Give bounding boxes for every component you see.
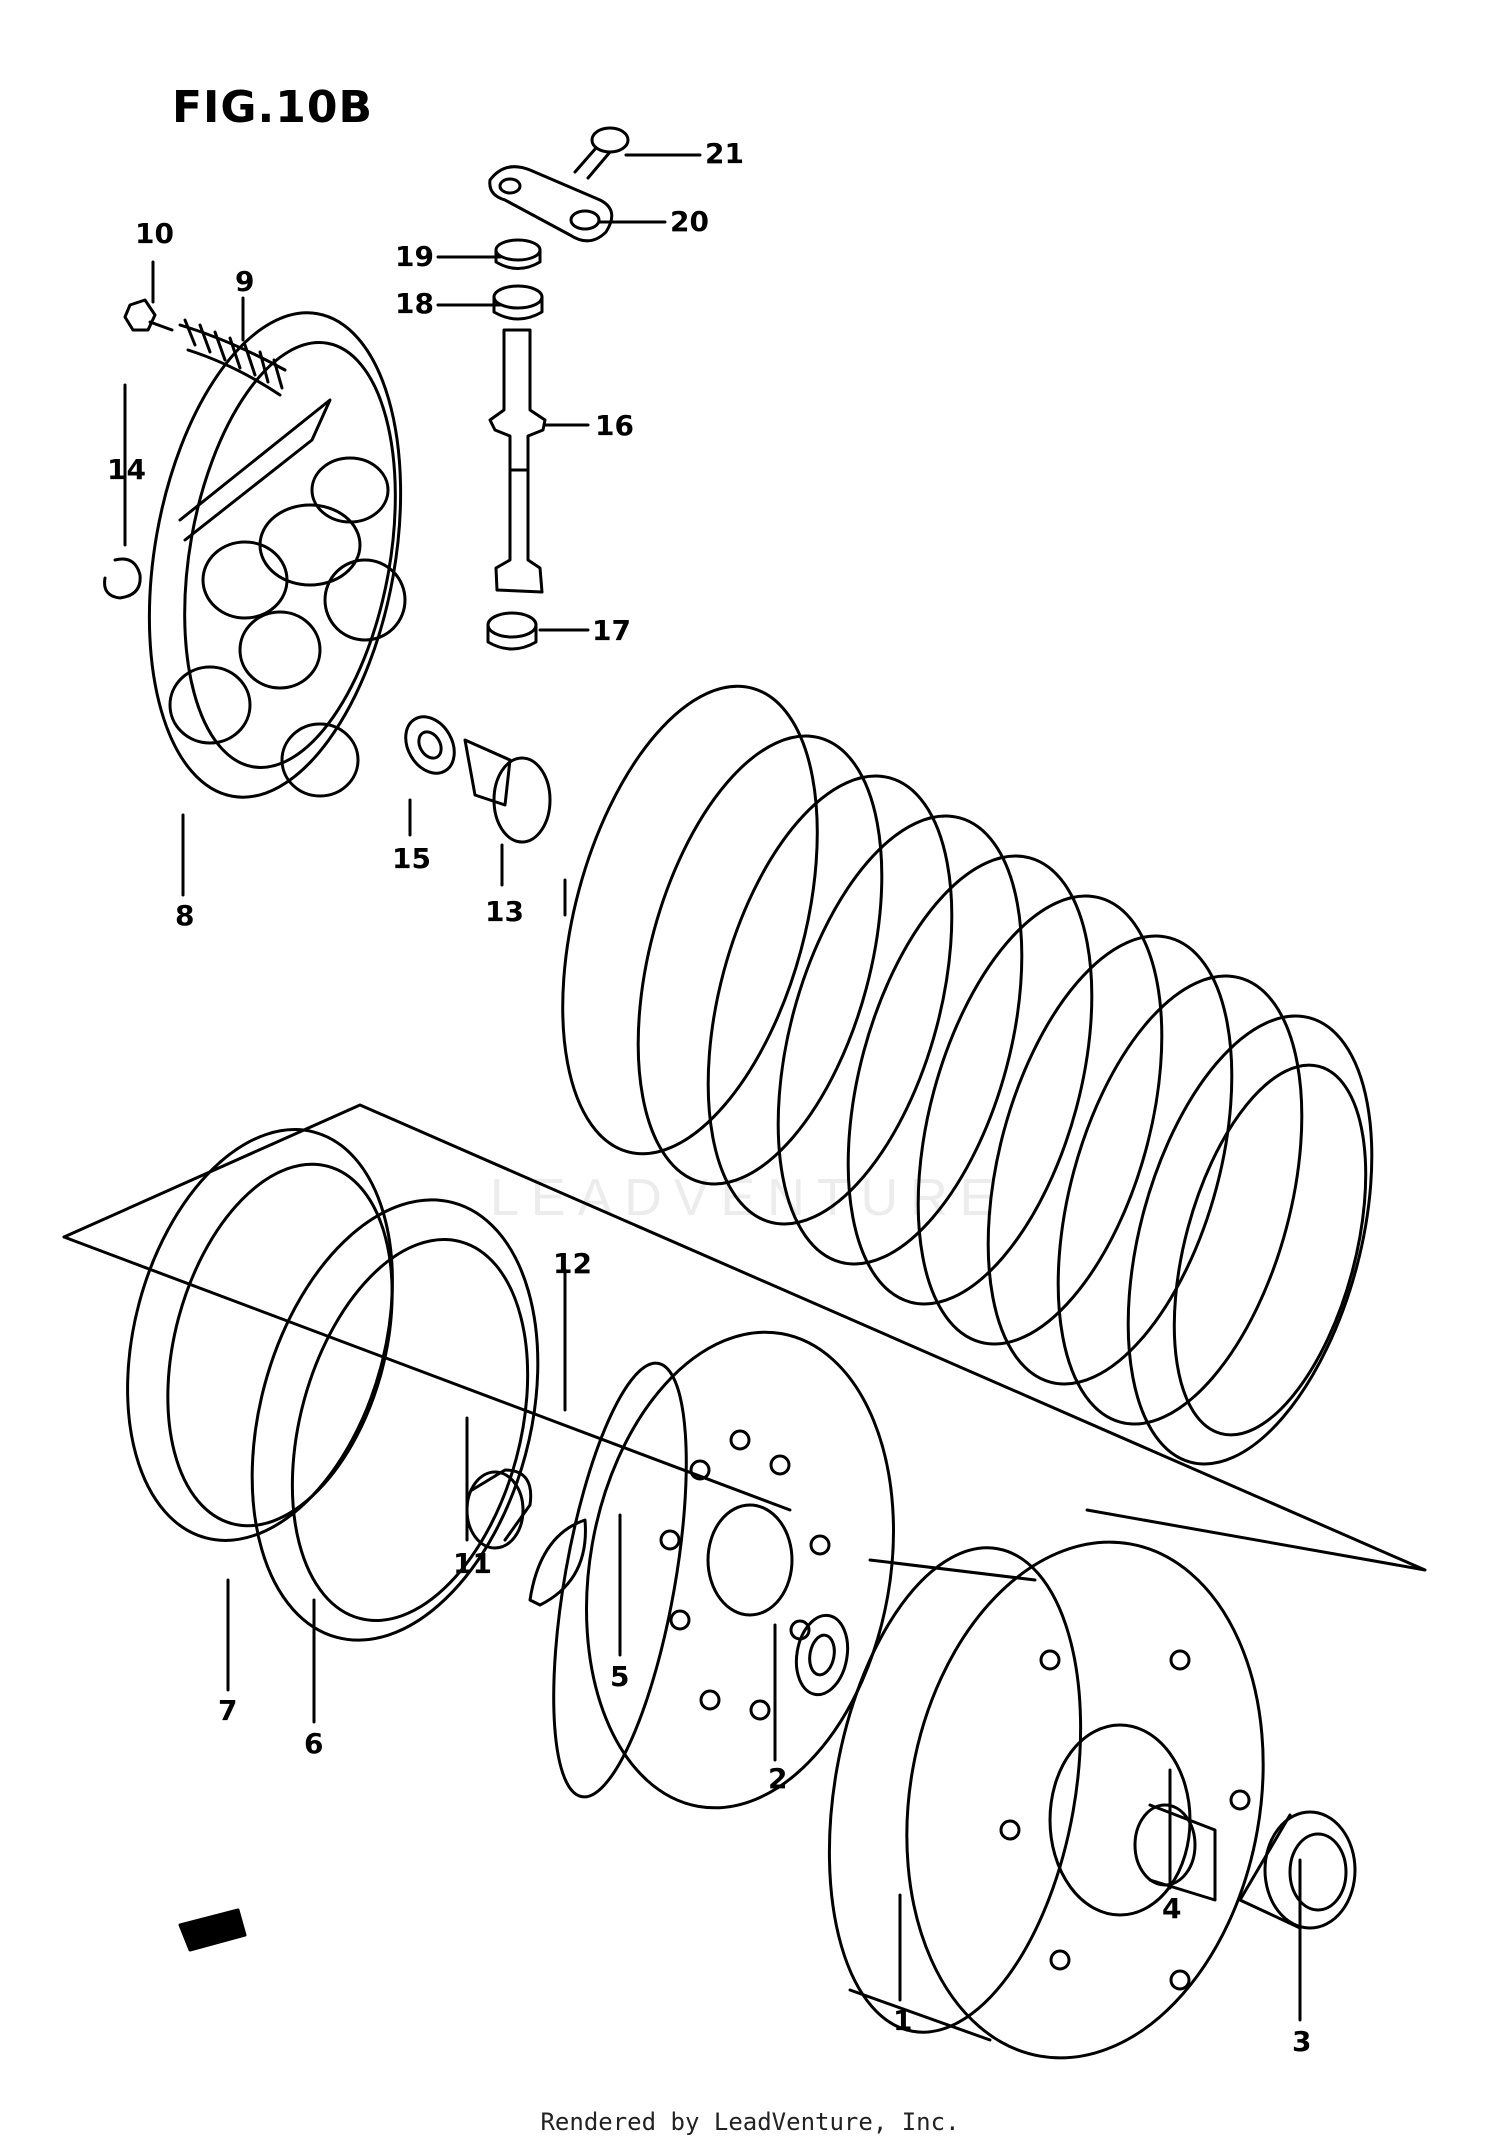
part-13-pushrod — [463, 738, 552, 844]
callout-part-8: 8 — [175, 899, 195, 932]
callout-part-2: 2 — [768, 1762, 788, 1795]
callout-part-17: 17 — [592, 614, 631, 647]
clutch-plate-stack — [561, 684, 1374, 1466]
part-20-lever — [488, 165, 614, 243]
callout-part-1: 1 — [893, 2004, 913, 2037]
callout-part-11: 11 — [453, 1547, 492, 1580]
callout-part-6: 6 — [304, 1727, 324, 1760]
callout-part-9: 9 — [235, 265, 255, 298]
callout-part-21: 21 — [705, 137, 744, 170]
callout-part-12: 12 — [553, 1247, 592, 1280]
part-16-shaft — [488, 328, 547, 594]
part-4-needle-bearing — [1133, 1803, 1217, 1902]
callout-part-10: 10 — [135, 217, 174, 250]
part-10-bolt — [123, 298, 174, 332]
callout-part-15: 15 — [392, 842, 431, 875]
leader-lines — [123, 153, 1302, 2022]
callout-part-7: 7 — [218, 1694, 238, 1727]
part-5-clutch-hub — [552, 1330, 895, 1810]
callout-part-5: 5 — [610, 1660, 630, 1693]
part-7-plate — [126, 1128, 394, 1542]
part-1-clutch-housing — [827, 1540, 1265, 2060]
front-arrow-icon — [178, 1908, 247, 1952]
part-21-bolt — [573, 126, 630, 180]
part-11-spacer — [465, 1468, 533, 1550]
callout-part-16: 16 — [595, 409, 634, 442]
part-6-plate — [250, 1198, 540, 1642]
part-8-pressure-plate — [147, 311, 407, 799]
callout-part-19: 19 — [395, 240, 434, 273]
callout-part-4: 4 — [1162, 1892, 1182, 1925]
callout-part-20: 20 — [670, 205, 709, 238]
callout-part-14: 14 — [107, 453, 146, 486]
callout-part-3: 3 — [1292, 2025, 1312, 2058]
footer-credit: Rendered by LeadVenture, Inc. — [540, 2108, 960, 2136]
callout-part-18: 18 — [395, 287, 434, 320]
callout-part-13: 13 — [485, 895, 524, 928]
figure-title: FIG.10B — [172, 82, 374, 133]
part-3-spacer — [1238, 1810, 1357, 1930]
